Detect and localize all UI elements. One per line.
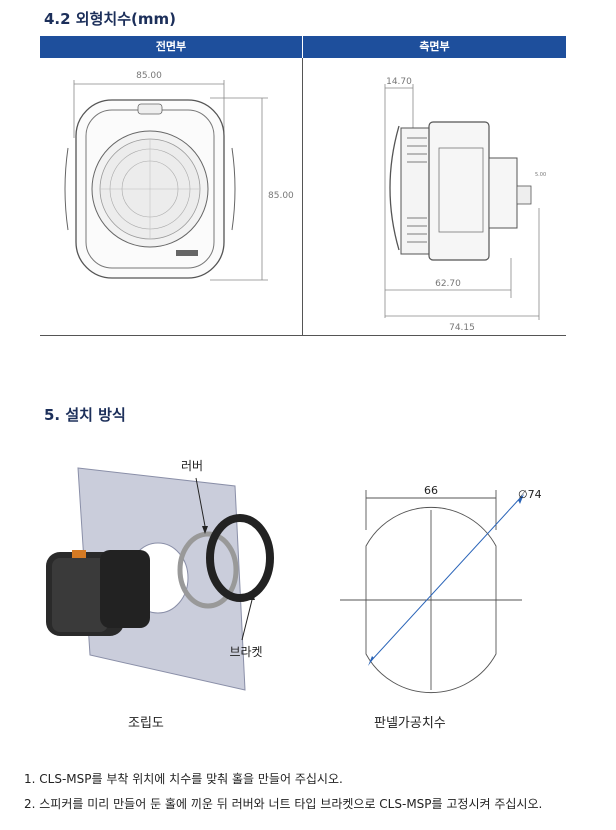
install-title: 5. 설치 방식 bbox=[44, 406, 126, 424]
side-total-label: 74.15 bbox=[449, 323, 475, 333]
table-divider bbox=[302, 58, 303, 336]
side-view-header: 측면부 bbox=[303, 36, 566, 58]
front-view-drawing: 85.00 85.00 bbox=[64, 71, 294, 281]
front-view-header: 전면부 bbox=[40, 36, 302, 58]
dimensions-table: 전면부 측면부 85.00 85.00 bbox=[40, 36, 566, 336]
dimensions-title: 4.2 외형치수(mm) bbox=[44, 10, 176, 28]
note-1: 1. CLS-MSP를 부착 위치에 치수를 맞춰 홀을 만들어 주십시오. bbox=[24, 772, 343, 786]
side-mid-label: 62.70 bbox=[435, 279, 461, 289]
cutout-diameter-label: ∅74 bbox=[518, 488, 542, 501]
cutout-caption: 판넬가공치수 bbox=[374, 716, 446, 731]
cutout-width-label: 66 bbox=[424, 484, 438, 497]
front-width-label: 85.00 bbox=[136, 71, 162, 81]
note-2: 2. 스피커를 미리 만들어 둔 홀에 끼운 뒤 러버와 너트 타입 브라켓으로… bbox=[24, 797, 543, 811]
rubber-label: 러버 bbox=[181, 459, 203, 473]
assembly-diagram: 러버 브라켓 bbox=[46, 459, 274, 691]
assembly-caption: 조립도 bbox=[128, 716, 164, 731]
bracket-label: 브라켓 bbox=[229, 645, 262, 659]
table-bottom-line bbox=[40, 335, 566, 336]
cutout-diagram: 66 ∅74 bbox=[340, 484, 542, 694]
side-view-drawing: 14.70 62.70 74.15 5.00 bbox=[384, 77, 546, 333]
side-tag-label: 5.00 bbox=[535, 172, 546, 178]
front-height-label: 85.00 bbox=[268, 191, 294, 201]
side-top-label: 14.70 bbox=[386, 77, 412, 87]
